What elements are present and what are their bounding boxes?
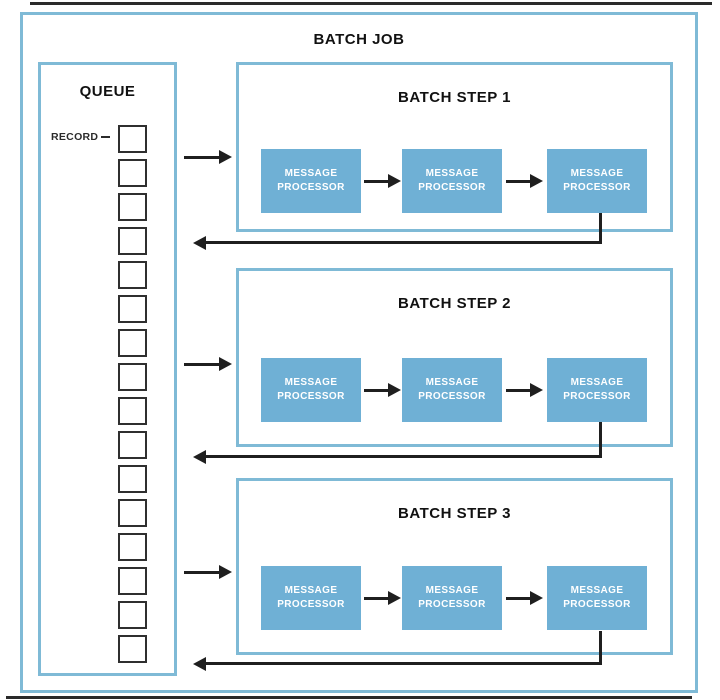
batch-step-2-title: BATCH STEP 2 (398, 295, 511, 312)
record-box (118, 635, 147, 663)
arrow-left-icon (193, 236, 206, 250)
processor-label-line1: MESSAGE (425, 377, 479, 388)
batch-step-1-box: BATCH STEP 1 MESSAGE PROCESSOR MESSAGE P… (236, 62, 673, 232)
bottom-frame-line (6, 696, 692, 699)
record-box (118, 533, 147, 561)
arrow-line (184, 363, 220, 366)
record-pointer-line (101, 135, 111, 139)
processor-label-line2: PROCESSOR (418, 391, 486, 402)
processor-label-line1: MESSAGE (570, 168, 624, 179)
message-processor: MESSAGE PROCESSOR (261, 149, 361, 213)
arrow-line (506, 597, 531, 600)
arrow-right-icon (388, 383, 401, 397)
batch-step-3-box: BATCH STEP 3 MESSAGE PROCESSOR MESSAGE P… (236, 478, 673, 655)
message-processor: MESSAGE PROCESSOR (402, 566, 502, 630)
top-frame-line (30, 2, 712, 5)
message-processor: MESSAGE PROCESSOR (547, 149, 647, 213)
record-box (118, 227, 147, 255)
arrow-line (364, 597, 389, 600)
queue-box: QUEUE RECORD (38, 62, 177, 676)
message-processor: MESSAGE PROCESSOR (402, 149, 502, 213)
processor-label-line2: PROCESSOR (418, 599, 486, 610)
arrow-line (206, 662, 602, 665)
record-label: RECORD (51, 131, 99, 143)
batch-step-2-box: BATCH STEP 2 MESSAGE PROCESSOR MESSAGE P… (236, 268, 673, 447)
arrow-line (599, 213, 602, 244)
processor-label-line1: MESSAGE (284, 168, 338, 179)
processor-label-line2: PROCESSOR (563, 391, 631, 402)
batch-job-title: BATCH JOB (313, 31, 405, 48)
arrow-line (506, 180, 531, 183)
queue-title: QUEUE (79, 83, 136, 100)
record-box (118, 193, 147, 221)
arrow-line (206, 241, 602, 244)
arrow-line (184, 156, 220, 159)
record-box (118, 465, 147, 493)
processor-label-line1: MESSAGE (570, 585, 624, 596)
arrow-line (506, 389, 531, 392)
processor-label-line2: PROCESSOR (418, 182, 486, 193)
batch-step-3-title: BATCH STEP 3 (398, 505, 511, 522)
message-processor: MESSAGE PROCESSOR (547, 358, 647, 422)
record-box (118, 329, 147, 357)
processor-label-line1: MESSAGE (284, 377, 338, 388)
processor-label-line2: PROCESSOR (563, 182, 631, 193)
record-box (118, 567, 147, 595)
arrow-right-icon (530, 383, 543, 397)
record-box (118, 125, 147, 153)
record-column (118, 125, 147, 663)
arrow-line (599, 631, 602, 665)
processor-label-line1: MESSAGE (284, 585, 338, 596)
arrow-right-icon (388, 174, 401, 188)
arrow-line (364, 180, 389, 183)
processor-label-line2: PROCESSOR (277, 599, 345, 610)
record-box (118, 295, 147, 323)
record-box (118, 499, 147, 527)
arrow-line (184, 571, 220, 574)
processor-label-line2: PROCESSOR (277, 182, 345, 193)
processor-label-line1: MESSAGE (425, 168, 479, 179)
arrow-left-icon (193, 657, 206, 671)
arrow-right-icon (388, 591, 401, 605)
arrow-left-icon (193, 450, 206, 464)
arrow-right-icon (530, 591, 543, 605)
processor-label-line1: MESSAGE (570, 377, 624, 388)
record-box (118, 397, 147, 425)
processor-label-line1: MESSAGE (425, 585, 479, 596)
record-box (118, 159, 147, 187)
message-processor: MESSAGE PROCESSOR (261, 566, 361, 630)
arrow-right-icon (219, 565, 232, 579)
message-processor: MESSAGE PROCESSOR (547, 566, 647, 630)
processor-label-line2: PROCESSOR (277, 391, 345, 402)
message-processor: MESSAGE PROCESSOR (402, 358, 502, 422)
record-box (118, 601, 147, 629)
arrow-right-icon (219, 150, 232, 164)
record-box (118, 261, 147, 289)
batch-step-1-title: BATCH STEP 1 (398, 89, 511, 106)
arrow-line (599, 422, 602, 458)
arrow-line (364, 389, 389, 392)
arrow-line (206, 455, 602, 458)
record-label-row: RECORD (51, 131, 111, 143)
processor-label-line2: PROCESSOR (563, 599, 631, 610)
message-processor: MESSAGE PROCESSOR (261, 358, 361, 422)
arrow-right-icon (530, 174, 543, 188)
arrow-right-icon (219, 357, 232, 371)
record-box (118, 363, 147, 391)
record-box (118, 431, 147, 459)
